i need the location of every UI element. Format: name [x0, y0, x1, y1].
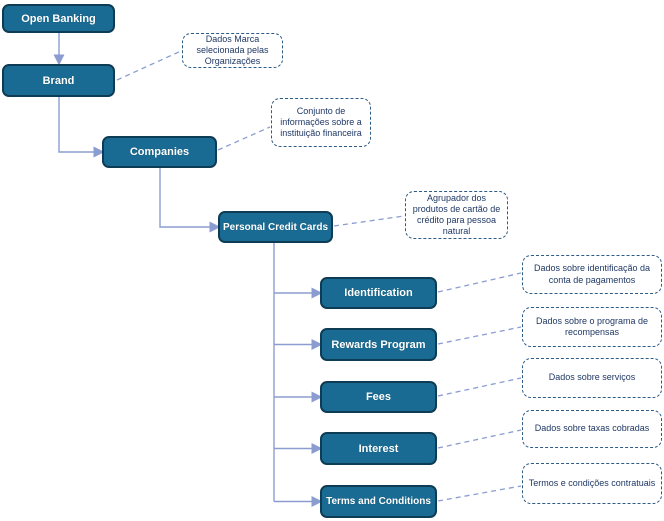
note-personal-credit-cards: Agrupador dos produtos de cartão de créd… — [405, 191, 508, 239]
note-companies: Conjunto de informações sobre a institui… — [271, 98, 371, 147]
note-link-fees — [437, 377, 522, 397]
note-interest: Dados sobre taxas cobradas — [522, 410, 662, 448]
note-link-companies — [217, 126, 271, 151]
connector-brand-companies — [58, 97, 105, 158]
note-rewards-program: Dados sobre o programa de recompensas — [522, 307, 662, 347]
connector-companies-personal-credit-cards — [159, 168, 221, 233]
note-link-identification — [437, 272, 522, 293]
note-link-terms-and-conditions — [437, 485, 522, 502]
note-link-interest — [437, 429, 522, 449]
note-fees: Dados sobre serviços — [522, 358, 662, 398]
note-link-brand — [116, 50, 182, 81]
node-rewards-program[interactable]: Rewards Program — [320, 328, 437, 361]
note-terms-and-conditions: Termos e condições contratuais — [522, 463, 662, 504]
node-companies[interactable]: Companies — [102, 136, 217, 168]
node-personal-credit-cards[interactable]: Personal Credit Cards — [218, 211, 333, 243]
node-brand[interactable]: Brand — [2, 64, 115, 97]
note-brand: Dados Marca selecionada pelas Organizaçõ… — [182, 33, 283, 68]
node-interest[interactable]: Interest — [320, 432, 437, 465]
node-identification[interactable]: Identification — [320, 277, 437, 309]
note-identification: Dados sobre identificação da conta de pa… — [522, 255, 662, 294]
node-fees[interactable]: Fees — [320, 381, 437, 413]
node-open-banking[interactable]: Open Banking — [2, 4, 115, 33]
note-link-rewards-program — [437, 326, 522, 345]
note-link-personal-credit-cards — [333, 215, 405, 227]
node-terms-and-conditions[interactable]: Terms and Conditions — [320, 485, 437, 518]
